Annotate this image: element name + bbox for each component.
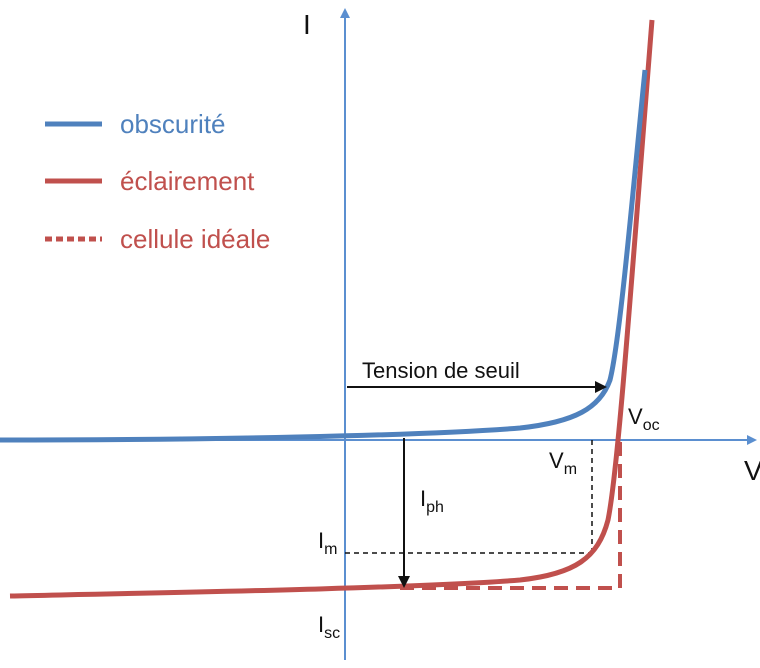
x-axis-label: V: [744, 455, 760, 486]
illuminated-curve: [9, 19, 655, 599]
ideal-cell-curve: [400, 440, 622, 590]
legend-label-ideal: cellule idéale: [120, 224, 270, 254]
iph-label: Iph: [420, 486, 444, 516]
dark-curve: [0, 69, 648, 443]
legend-label-light: éclairement: [120, 166, 255, 196]
vm-label: Vm: [549, 448, 577, 478]
isc-label: Isc: [318, 612, 340, 642]
legend-label-dark: obscurité: [120, 109, 226, 139]
legend: obscurité éclairement cellule idéale: [45, 109, 270, 254]
voc-label: Voc: [628, 404, 660, 434]
im-label: Im: [318, 528, 337, 558]
threshold-label: Tension de seuil: [362, 358, 520, 383]
y-axis-label: I: [303, 9, 311, 40]
